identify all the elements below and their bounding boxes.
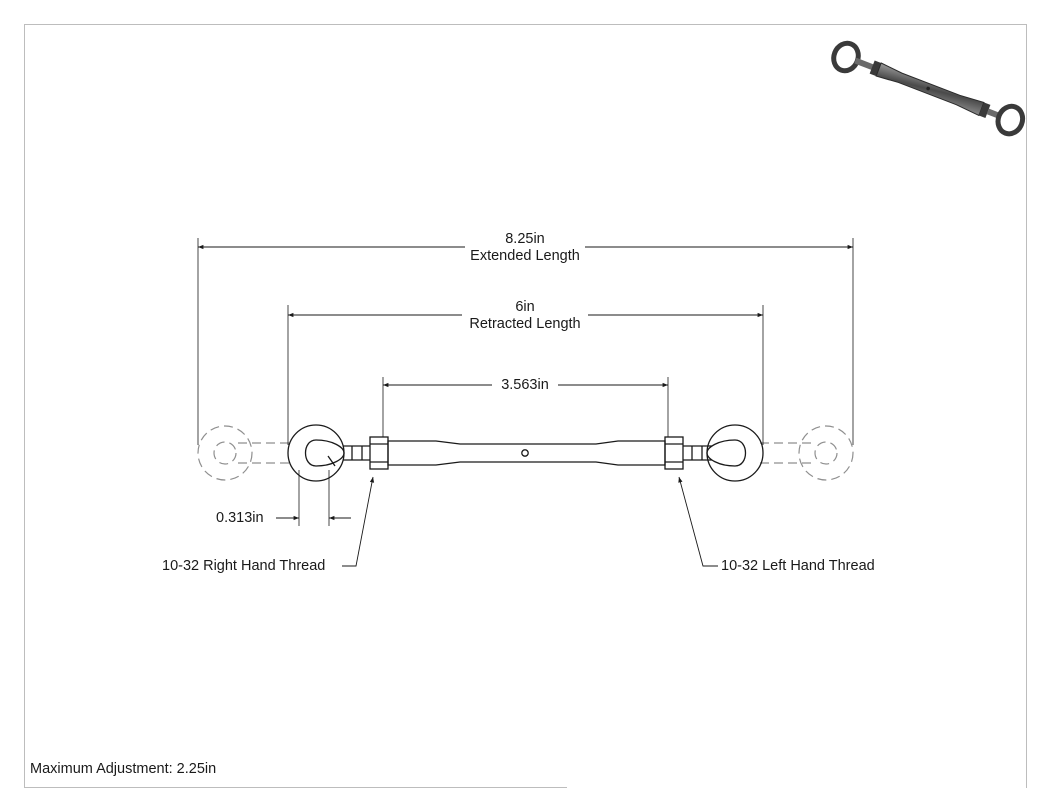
retracted-length-caption: Retracted Length (469, 316, 581, 332)
left-thread-callout: 10-32 Left Hand Thread (721, 558, 875, 574)
callout-leaders (342, 476, 718, 567)
right-thread-leader (342, 476, 375, 567)
drawing-sheet-border (24, 24, 1027, 788)
right-hex-nut (664, 436, 684, 470)
right-eye-bolt (683, 424, 764, 482)
right-thread-callout: 10-32 Right Hand Thread (162, 558, 326, 574)
left-eye-bolt (287, 424, 370, 482)
body-length-value: 3.563in (501, 377, 549, 393)
body-cross-hole (521, 449, 529, 457)
extended-position-phantom (197, 425, 854, 481)
dimension-lines (198, 244, 853, 521)
turnbuckle-body (387, 440, 666, 466)
turnbuckle-assembly (287, 424, 764, 482)
extended-length-caption: Extended Length (470, 248, 580, 264)
isometric-preview-image (831, 40, 1026, 137)
eye-size-value: 0.313in (216, 510, 264, 526)
extension-lines (197, 238, 854, 526)
left-thread-leader (678, 476, 718, 567)
title-block-rule (24, 787, 567, 788)
extended-length-value: 8.25in (505, 231, 545, 247)
left-hex-nut (369, 436, 389, 470)
retracted-length-value: 6in (515, 299, 535, 315)
maximum-adjustment-note: Maximum Adjustment: 2.25in (30, 761, 217, 777)
